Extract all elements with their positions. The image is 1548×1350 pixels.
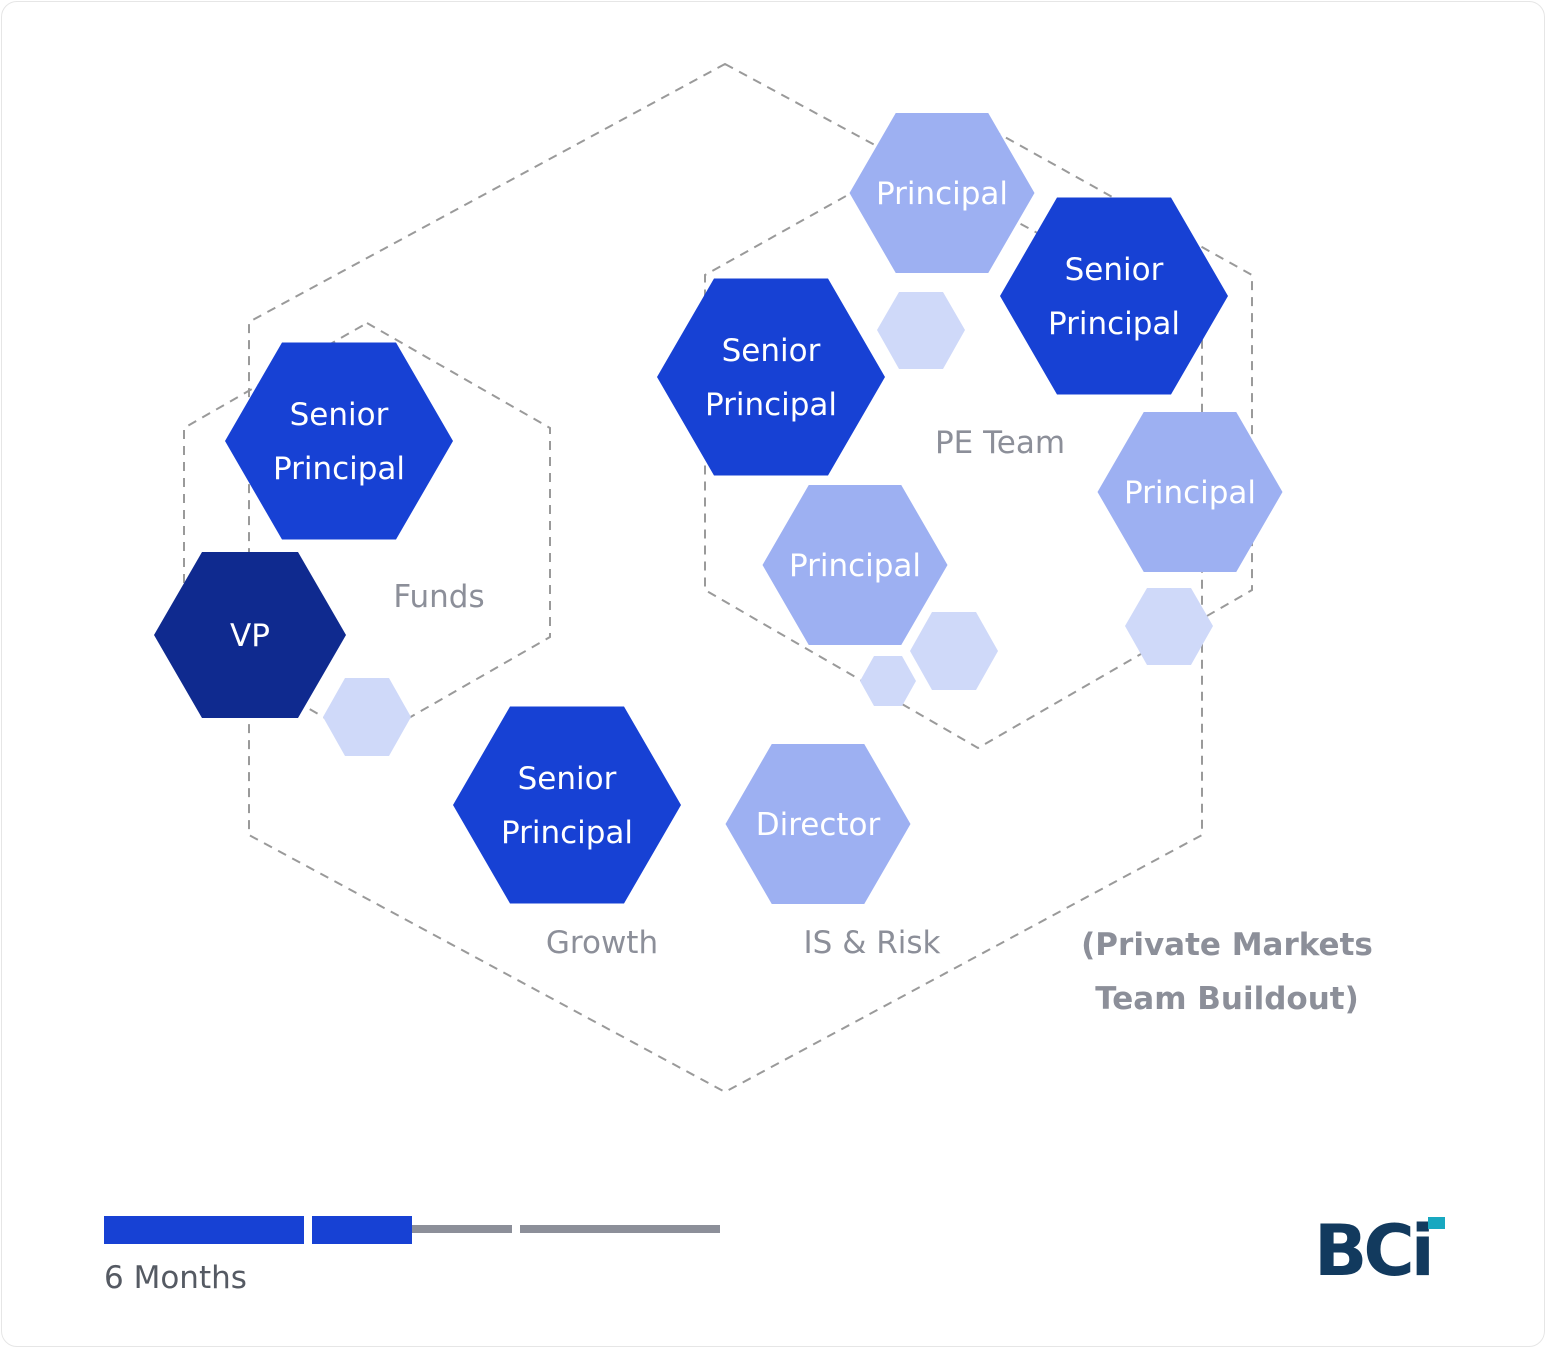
timeline-segment-2-track	[312, 1225, 512, 1233]
logo-accent	[1428, 1217, 1445, 1229]
role-label-line: Senior	[1065, 252, 1164, 288]
team-label-funds: Funds	[393, 579, 484, 615]
role-hex-shape	[849, 113, 1035, 273]
role-hex-shape	[762, 485, 948, 645]
role-hex-principal: Principal	[849, 113, 1035, 273]
timeline-segment-2-fill	[312, 1216, 412, 1244]
role-hex-vp: VP	[154, 552, 346, 718]
decorative-hexes	[323, 292, 1213, 756]
role-hex-shape	[1097, 412, 1283, 572]
role-hex-shape	[225, 342, 453, 540]
role-label-line: Principal	[876, 176, 1008, 212]
role-label-line: Principal	[1048, 306, 1180, 342]
bci-logo: BCi	[1314, 1214, 1445, 1278]
pale-hex	[1125, 588, 1213, 665]
team-label-is-risk: IS & Risk	[804, 925, 941, 961]
role-label-line: Principal	[1124, 475, 1256, 511]
diagram-title-line-1: (Private Markets	[1081, 927, 1373, 963]
pale-hex	[877, 292, 965, 369]
role-hex-shape	[657, 278, 885, 476]
role-label-line: Principal	[501, 815, 633, 851]
diagram-title-line-2: Team Buildout)	[1095, 981, 1359, 1017]
timeline-segment-1-fill	[104, 1216, 304, 1244]
team-label-pe: PE Team	[935, 425, 1065, 461]
role-hex-shape	[154, 552, 346, 718]
role-hexes: PrincipalSeniorPrincipalSeniorPrincipalP…	[154, 113, 1283, 904]
role-hex-director: Director	[725, 744, 911, 904]
timeline-progress	[104, 1216, 724, 1246]
role-hex-shape	[453, 706, 681, 904]
role-label-line: Senior	[722, 333, 821, 369]
outline-pe-team	[704, 120, 1253, 750]
role-label-line: Senior	[518, 761, 617, 797]
role-hex-shape	[1000, 197, 1228, 395]
role-label-line: VP	[230, 618, 270, 654]
role-label-line: Principal	[705, 387, 837, 423]
role-label-line: Principal	[273, 451, 405, 487]
pale-hex	[860, 656, 916, 706]
timeline-label: 6 Months	[104, 1260, 247, 1296]
team-label-growth: Growth	[546, 925, 658, 961]
role-label-line: Senior	[290, 397, 389, 433]
timeline-segment-3-track	[520, 1225, 720, 1233]
pale-hex	[323, 678, 411, 756]
role-label-line: Principal	[789, 548, 921, 584]
role-hex-principal: Principal	[762, 485, 948, 645]
pale-hex	[910, 612, 998, 690]
role-hex-shape	[725, 744, 911, 904]
role-label-line: Director	[756, 807, 881, 843]
logo-wordmark: BCi	[1314, 1214, 1431, 1278]
role-hex-principal: Principal	[1097, 412, 1283, 572]
